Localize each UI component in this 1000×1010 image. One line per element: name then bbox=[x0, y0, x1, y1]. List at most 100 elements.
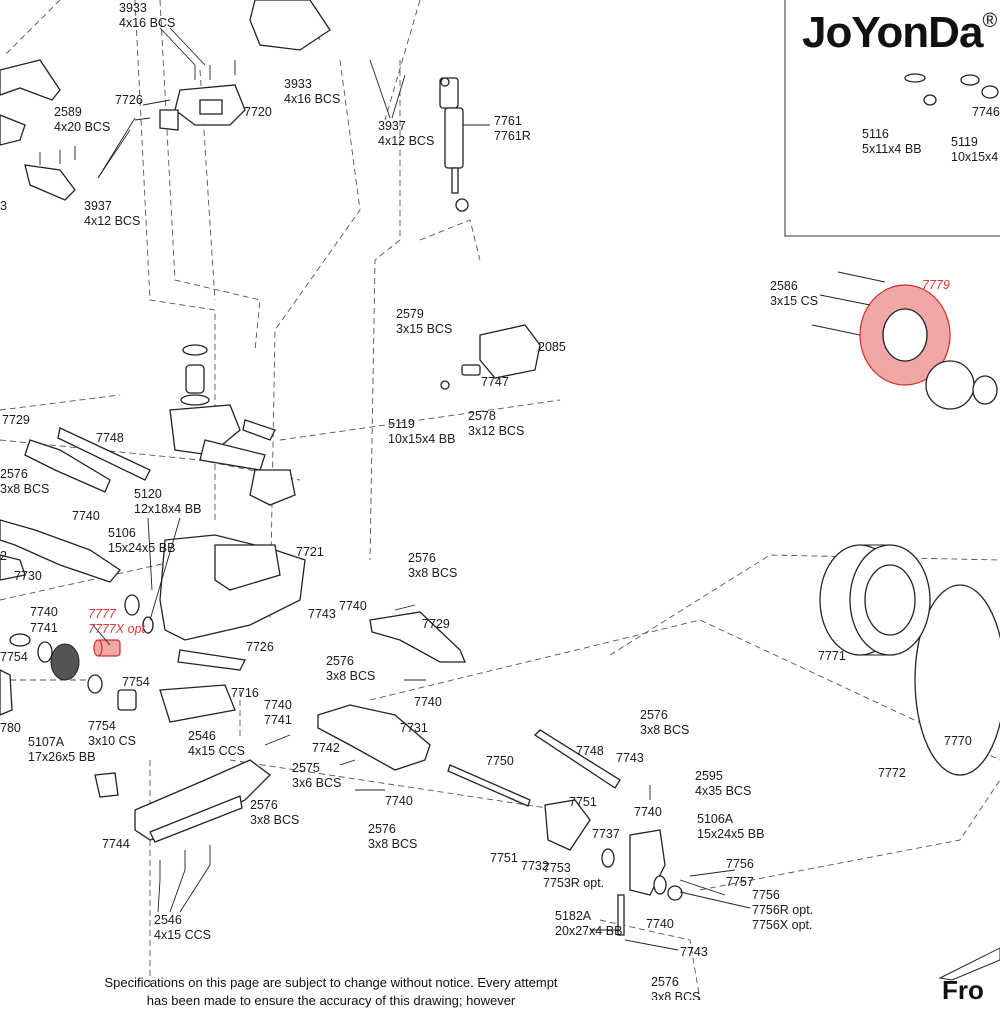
part-label-line: 2589 bbox=[54, 105, 82, 119]
part-label-line: 7740 bbox=[264, 698, 292, 712]
part-label-line: 7761 bbox=[494, 114, 522, 128]
disclaimer-text: Specifications on this page are subject … bbox=[104, 975, 558, 1008]
part-label: 7740 bbox=[414, 695, 442, 709]
part-label: 7740 bbox=[339, 599, 367, 613]
part-label-line: 2576 bbox=[651, 975, 679, 989]
part-label: 780 bbox=[0, 721, 21, 735]
wheel-and-tire bbox=[819, 544, 1000, 776]
part-label-line: 15x24x5 BB bbox=[697, 827, 764, 841]
part-label: 2085 bbox=[538, 340, 566, 354]
part-label: 7740 bbox=[30, 605, 58, 619]
part-label-line: 7740 bbox=[30, 605, 58, 619]
rear-suspension-arms bbox=[0, 59, 151, 583]
part-label-line: 3x8 BCS bbox=[250, 813, 299, 827]
brand-name: JoYonDa bbox=[802, 8, 983, 57]
part-label-line: 7748 bbox=[576, 744, 604, 758]
part-label-line: 7750 bbox=[486, 754, 514, 768]
part-label-line: 7756R opt. bbox=[752, 903, 813, 917]
part-label-line: 7770 bbox=[944, 734, 972, 748]
skid-plates bbox=[94, 759, 271, 843]
part-label-line: 4x15 CCS bbox=[188, 744, 245, 758]
part-label-line: 7721 bbox=[296, 545, 324, 559]
part-label-line: 2576 bbox=[0, 467, 28, 481]
part-label-line: 7751 bbox=[490, 851, 518, 865]
part-label-line: 3x15 CS bbox=[770, 294, 818, 308]
part-label: 7770 bbox=[944, 734, 972, 748]
part-label: 7751 bbox=[569, 795, 597, 809]
part-label-line: 2579 bbox=[396, 307, 424, 321]
part-label: 7751 bbox=[490, 851, 518, 865]
part-7779-ring-gear-highlighted bbox=[811, 271, 998, 410]
part-label-line: 7756 bbox=[752, 888, 780, 902]
part-label-line: 3x12 BCS bbox=[468, 424, 524, 438]
part-label-line: 12x18x4 BB bbox=[134, 502, 201, 516]
part-label: 7726 bbox=[246, 640, 274, 654]
part-label-line: 3x8 BCS bbox=[326, 669, 375, 683]
part-label: 7731 bbox=[400, 721, 428, 735]
part-label-line: 2085 bbox=[538, 340, 566, 354]
part-label-line: 4x12 BCS bbox=[378, 134, 434, 148]
part-label: 7730 bbox=[14, 569, 42, 583]
rear-differential bbox=[0, 594, 154, 716]
part-label-line: 3x6 BCS bbox=[292, 776, 341, 790]
part-label-line: 7753R opt. bbox=[543, 876, 604, 890]
part-label: 7746 bbox=[972, 105, 1000, 119]
part-label-line: 7757 bbox=[726, 875, 754, 889]
steering-servo bbox=[440, 324, 541, 390]
hardware-screws bbox=[39, 60, 651, 880]
part-label-line: 7753 bbox=[543, 861, 571, 875]
center-chassis-parts bbox=[159, 344, 306, 723]
part-label-line: 5119 bbox=[951, 135, 978, 149]
part-7777-highlighted bbox=[93, 639, 121, 657]
inset-bearings bbox=[904, 73, 999, 106]
part-label-line: 5119 bbox=[388, 417, 415, 431]
part-label-line: 3x8 BCS bbox=[368, 837, 417, 851]
part-label: 7744 bbox=[102, 837, 130, 851]
part-label-line: 7744 bbox=[102, 837, 130, 851]
part-label-line: 7729 bbox=[422, 617, 450, 631]
part-label-line: 20x27x4 BB bbox=[555, 924, 622, 938]
part-label-line: 2576 bbox=[326, 654, 354, 668]
part-label-line: 7737 bbox=[592, 827, 620, 841]
detail-inset-frame bbox=[784, 0, 1000, 237]
part-label-line: 7756X opt. bbox=[752, 918, 812, 932]
part-label-line: 7777 bbox=[88, 607, 117, 621]
part-label-line: 7720 bbox=[244, 105, 272, 119]
part-label-line: 2578 bbox=[468, 409, 496, 423]
part-label-line: 7754 bbox=[0, 650, 28, 664]
part-label-line: 5116 bbox=[862, 127, 889, 141]
part-label-line: 7740 bbox=[339, 599, 367, 613]
part-label-line: 4x16 BCS bbox=[284, 92, 340, 106]
part-label-line: 3x8 BCS bbox=[640, 723, 689, 737]
part-label-line: 7743 bbox=[308, 607, 336, 621]
part-label-line: 7732 bbox=[521, 859, 549, 873]
part-label-line: 2576 bbox=[250, 798, 278, 812]
part-label-line: 3933 bbox=[119, 1, 147, 15]
upper-tower-assembly bbox=[159, 0, 331, 131]
part-label-line: 7726 bbox=[246, 640, 274, 654]
part-label-line: 15x24x5 BB bbox=[108, 541, 175, 555]
part-label-line: 7740 bbox=[414, 695, 442, 709]
part-label-line: 7746 bbox=[972, 105, 1000, 119]
part-label-line: 4x35 BCS bbox=[695, 784, 751, 798]
part-label: 7729 bbox=[2, 413, 30, 427]
part-label: 7743 bbox=[680, 945, 708, 959]
part-label: 7741 bbox=[30, 621, 58, 635]
part-label: 7747 bbox=[481, 375, 509, 389]
